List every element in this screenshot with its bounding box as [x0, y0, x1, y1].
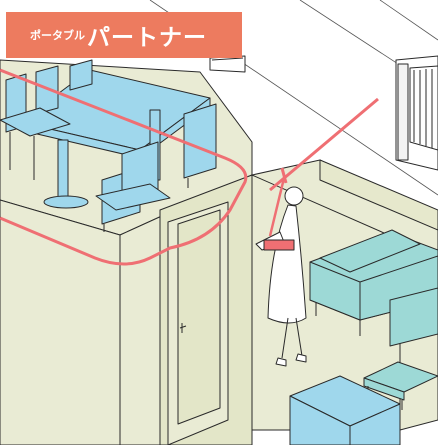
- sofa-icon: [309, 229, 438, 347]
- ceiling-track: [0, 68, 379, 266]
- title-prefix: ポータブル: [30, 29, 85, 42]
- coffee-table-icon: [363, 361, 438, 410]
- caregiver-figure: [255, 186, 307, 367]
- curtain-window-icon: [395, 55, 438, 171]
- window-icon: [209, 55, 246, 73]
- door-icon: [167, 201, 229, 445]
- dining-chairs: [0, 59, 217, 232]
- title-main: パートナー: [87, 25, 207, 51]
- hoist-strap: [268, 177, 286, 237]
- armchair-icon: [289, 375, 401, 445]
- title-badge: ポータブル パートナー: [6, 12, 242, 58]
